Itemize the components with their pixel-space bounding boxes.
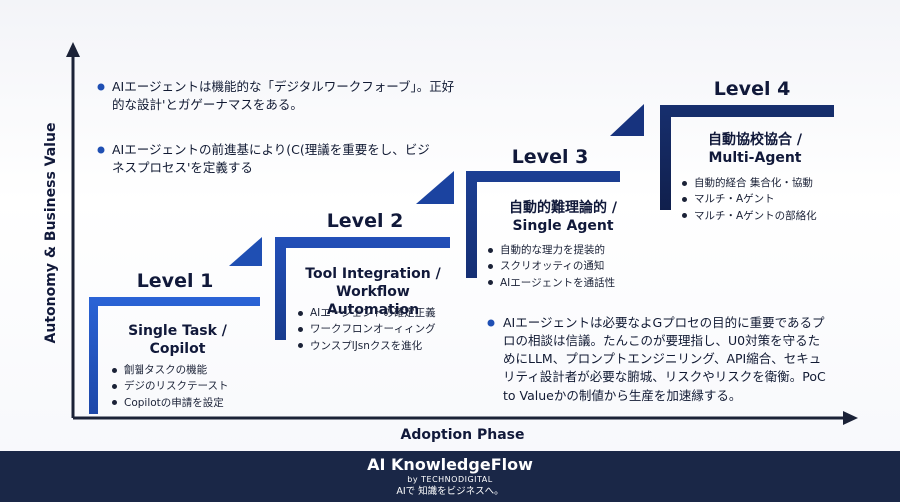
note-top-2: AIエージェントの前進基により(C(理議を重要をし、ビジネスプロセス'を定義する [112, 142, 430, 176]
level-1-item: デジのリスクテースト [110, 378, 260, 394]
level-4-item: マルチ・Aゲント [680, 191, 850, 207]
step-level-4 [660, 105, 834, 210]
x-axis-arrowhead [843, 411, 858, 425]
level-3-label: Level 3 [511, 146, 589, 168]
level-2-label: Level 2 [326, 210, 404, 232]
level-2-item: ウンスプlJsnクスを進化 [296, 338, 461, 354]
level-3-title-line-2: Single Agent [512, 218, 614, 235]
level-3-title-line-1: 自動的難理論的 / [509, 200, 617, 216]
level-3-item: 自動的な理力を提装的 [486, 242, 641, 258]
level-4-title-line-2: Multi-Agent [708, 150, 802, 167]
level-1-title-line-2: Copilot [149, 341, 206, 358]
level-2-title-line-2: Workflow Automation [326, 284, 420, 319]
level-2-title-line-1: Tool Integration / [305, 266, 441, 282]
y-axis-label: Autonomy & Business Value [43, 122, 59, 344]
y-axis-arrowhead [66, 42, 80, 57]
level-2-title: Tool Integration / Workflow Automation [288, 265, 458, 320]
level-4-title: 自動協校協合 / Multi-Agent [680, 131, 830, 167]
level-1-title: Single Task / Copilot [110, 322, 245, 358]
level-4-title-line-1: 自動協校協合 / [708, 132, 802, 148]
level-4-label: Level 4 [713, 78, 791, 100]
note-bullet-2 [97, 146, 105, 154]
footer-brand: AI KnowledgeFlow [367, 455, 533, 474]
x-axis-label: Adoption Phase [400, 427, 525, 443]
step-level-2 [275, 237, 450, 340]
step-level-3 [466, 171, 620, 278]
level-3-item: スクリオッティの通知 [486, 258, 641, 274]
note-top-1: AIエージェントは機能的な「デジタルワークフォーブ」。正好的な設計'とガゲーナマ… [112, 79, 455, 113]
level-2-item: AIエージェントの確定正義 [296, 305, 461, 321]
step-triangle-3 [610, 104, 644, 136]
note-bullet-1 [97, 83, 105, 91]
footer-byline: by TECHNODIGITAL [407, 475, 493, 484]
level-3-items: 自動的な理力を提装的 スクリオッティの通知 AIエージェントを通話性 [486, 242, 641, 291]
step-triangle-1 [229, 237, 262, 266]
step-triangle-2 [416, 171, 454, 204]
staircase-diagram [66, 42, 858, 425]
level-1-label: Level 1 [136, 270, 214, 292]
level-2-items: AIエージェントの確定正義 ワークフロンオーィィング ウンスプlJsnクスを進化 [296, 305, 461, 354]
level-3-item: AIエージェントを通話性 [486, 275, 641, 291]
note-bottom: AIエージェントは必要なよGプロセの目的に重要であるプロの相談は信議。たんこのが… [503, 315, 826, 403]
footer-banner: AI KnowledgeFlow by TECHNODIGITAL AIで 知識… [0, 451, 900, 502]
footer-tagline: AIで 知識をビジネスへ。 [396, 486, 504, 497]
level-1-items: 劊휆タスクの機能 デジのリスクテースト Copilotの申請を設定 [110, 362, 260, 411]
level-1-item: 劊휆タスクの機能 [110, 362, 260, 378]
level-1-title-line-1: Single Task / [128, 323, 227, 339]
level-4-items: 自動的経合 集合化・協動 マルチ・Aゲント マルチ・Aゲントの部絡化 [680, 175, 850, 224]
level-1-item: Copilotの申請を設定 [110, 395, 260, 411]
level-4-item: 自動的経合 集合化・協動 [680, 175, 850, 191]
level-3-title: 自動的難理論的 / Single Agent [488, 199, 638, 235]
level-2-item: ワークフロンオーィィング [296, 321, 461, 337]
level-4-item: マルチ・Aゲントの部絡化 [680, 208, 850, 224]
note-bullet-3 [487, 319, 495, 327]
